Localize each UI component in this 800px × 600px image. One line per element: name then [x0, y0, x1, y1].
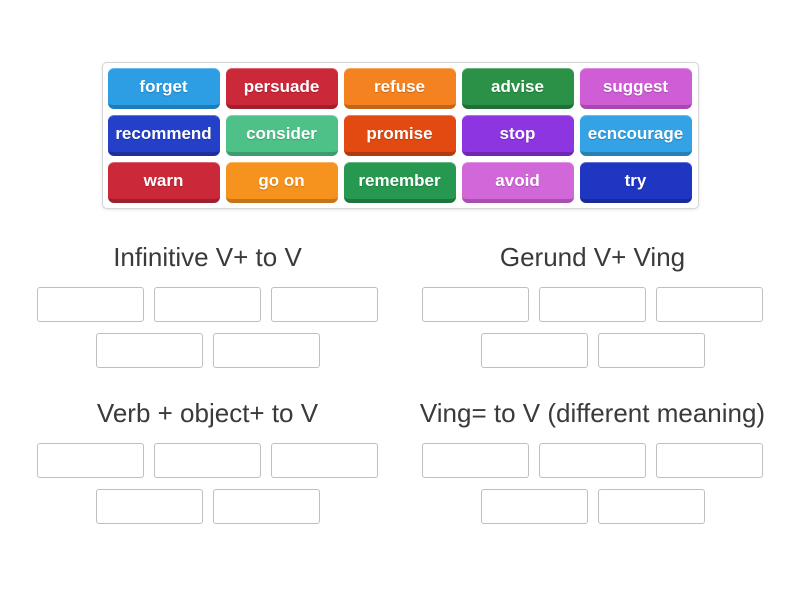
group-title: Gerund V+ Ving: [499, 242, 686, 272]
word-tile[interactable]: stop: [461, 115, 574, 156]
drop-slot[interactable]: [422, 443, 529, 479]
word-tile[interactable]: consider: [225, 115, 338, 156]
word-tile[interactable]: persuade: [225, 68, 338, 109]
drop-slot[interactable]: [539, 443, 646, 479]
drop-slot[interactable]: [271, 443, 378, 479]
word-tile[interactable]: remember: [343, 162, 456, 203]
group-slots: [30, 443, 385, 525]
drop-slot[interactable]: [37, 443, 144, 479]
word-tile[interactable]: warn: [107, 162, 220, 203]
word-tile[interactable]: suggest: [579, 68, 692, 109]
drop-slot[interactable]: [480, 333, 588, 369]
drop-slot[interactable]: [271, 287, 378, 323]
word-tile[interactable]: promise: [343, 115, 456, 156]
drop-slot[interactable]: [154, 443, 261, 479]
sort-group: Verb + object+ to V: [30, 398, 385, 525]
word-tile[interactable]: ecncourage: [579, 115, 692, 156]
word-tile[interactable]: recommend: [107, 115, 220, 156]
group-slots: [30, 287, 385, 369]
group-slots: [415, 443, 770, 525]
word-tile[interactable]: go on: [225, 162, 338, 203]
sort-group: Gerund V+ Ving: [415, 242, 770, 369]
drop-slot[interactable]: [212, 489, 320, 525]
word-tile[interactable]: advise: [461, 68, 574, 109]
group-slots: [415, 287, 770, 369]
word-tile[interactable]: refuse: [343, 68, 456, 109]
sort-group: Ving= to V (different meaning): [415, 398, 770, 525]
drop-slot[interactable]: [480, 489, 588, 525]
drop-slot[interactable]: [95, 489, 203, 525]
drop-slot[interactable]: [656, 287, 763, 323]
group-title: Ving= to V (different meaning): [419, 398, 766, 429]
drop-slot[interactable]: [212, 333, 320, 369]
drop-slot[interactable]: [95, 333, 203, 369]
drop-slot[interactable]: [597, 333, 705, 369]
word-tile[interactable]: forget: [107, 68, 220, 109]
sort-group: Infinitive V+ to V: [30, 242, 385, 369]
drop-slot[interactable]: [154, 287, 261, 323]
drop-slot[interactable]: [656, 443, 763, 479]
group-title: Infinitive V+ to V: [113, 242, 302, 272]
drop-slot[interactable]: [37, 287, 144, 323]
drop-slot[interactable]: [597, 489, 705, 525]
drop-slot[interactable]: [539, 287, 646, 323]
word-tile[interactable]: try: [579, 162, 692, 203]
drop-slot[interactable]: [422, 287, 529, 323]
group-title: Verb + object+ to V: [96, 398, 319, 429]
word-tile[interactable]: avoid: [461, 162, 574, 203]
